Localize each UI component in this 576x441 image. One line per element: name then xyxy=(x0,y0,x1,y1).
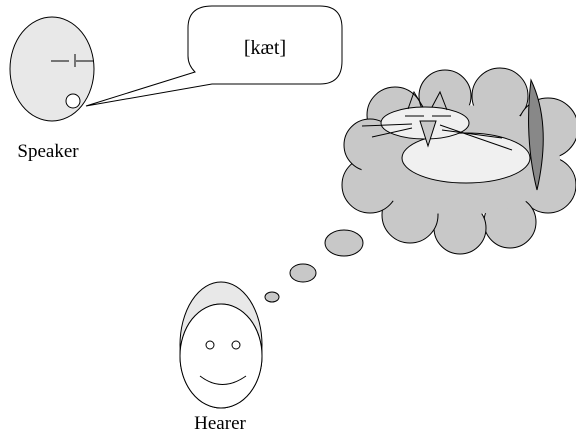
cat-body xyxy=(401,132,531,184)
speaker-head xyxy=(9,16,95,122)
cat-whisker-r1 xyxy=(439,124,513,151)
thought-cloud xyxy=(264,67,576,303)
cat-ear-right xyxy=(431,90,448,111)
thought-bubble-medium xyxy=(289,263,317,283)
speech-bubble-outline xyxy=(85,5,343,107)
speech-bubble-text: [kæt] xyxy=(244,37,286,59)
cat-whisker-l2 xyxy=(371,127,413,138)
thought-bubble-small xyxy=(264,291,280,303)
hearer-face-fill xyxy=(179,303,263,409)
hearer-label: Hearer xyxy=(194,413,246,434)
thought-bubble-large xyxy=(324,229,364,257)
hearer-smile xyxy=(199,375,247,385)
cat-tail xyxy=(528,78,544,191)
hearer: Hearer xyxy=(179,281,263,434)
cat-whisker-r2 xyxy=(441,129,503,139)
cat-whisker-l1 xyxy=(361,123,413,127)
speech-bubble: [kæt] xyxy=(85,5,343,107)
speaker-mouth xyxy=(65,93,81,109)
cat-ear-left xyxy=(407,90,424,110)
hearer-eye-left xyxy=(205,340,215,350)
hearer-eye-right xyxy=(231,340,241,350)
speaker-label: Speaker xyxy=(17,141,79,162)
speaker: Speaker xyxy=(9,16,95,162)
cat-icon xyxy=(361,78,544,191)
cat-nose xyxy=(419,120,437,148)
